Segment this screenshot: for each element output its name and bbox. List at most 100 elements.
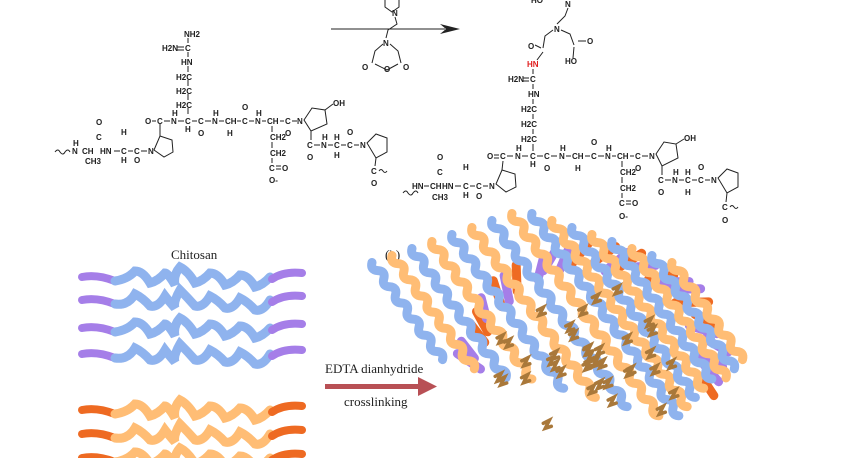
atom-o: O: [476, 192, 482, 201]
atom-c: C: [463, 182, 469, 191]
crosslink: [596, 355, 608, 371]
atom-o: O: [635, 164, 641, 173]
atom-c: C: [544, 152, 550, 161]
arrow-head: [418, 377, 437, 396]
crosslink: [590, 290, 603, 306]
atom-oh: OH: [684, 134, 696, 143]
hydroxyproline-ring: [655, 141, 679, 167]
atom-o: O: [403, 63, 409, 72]
atom-ch: CH: [225, 117, 237, 126]
network-strand: [487, 216, 632, 412]
atom-o: O: [722, 216, 728, 225]
atom-h: H: [334, 133, 340, 142]
atom-h: H: [334, 151, 340, 160]
crosslink: [625, 362, 637, 378]
crosslink: [649, 361, 661, 377]
atom-n: N: [649, 152, 655, 161]
ethylene-linker: [385, 16, 398, 39]
atom-h: H: [530, 160, 536, 169]
atom-c: C: [437, 168, 443, 177]
chain-body: [110, 394, 275, 426]
crosslink: [541, 416, 554, 432]
chain-end-left: [78, 429, 119, 442]
network-strand: [447, 230, 569, 393]
atom-ch: CH: [82, 147, 94, 156]
proline-ring: [495, 169, 517, 193]
crosslink: [567, 327, 580, 343]
atom-h2c: H2C: [176, 101, 192, 110]
atom-o: O: [384, 65, 390, 74]
network-strand: [467, 223, 600, 402]
atom-ch: CH: [572, 152, 584, 161]
atom-c: C: [371, 167, 377, 176]
network-strand: [547, 216, 692, 412]
atom-h: H: [256, 109, 262, 118]
atom-c: C: [476, 182, 482, 191]
crosslink: [535, 303, 548, 319]
atom-h: H: [673, 168, 679, 177]
atom-c: C: [530, 152, 536, 161]
crosslink: [665, 356, 678, 372]
crosslink: [593, 342, 606, 358]
atom-c: C: [285, 117, 291, 126]
chain-body: [110, 336, 275, 369]
crosslink: [586, 381, 598, 397]
chain-end-right: [268, 425, 306, 440]
atom-h2n: H2N: [508, 75, 524, 84]
atom-c: C: [242, 117, 248, 126]
atom-c: C: [269, 164, 275, 173]
proline-ring: [717, 168, 739, 194]
atom-h: H: [575, 164, 581, 173]
network-strand: [607, 237, 717, 384]
atom-o: O: [347, 128, 353, 137]
atom-h2c: H2C: [176, 87, 192, 96]
crosslink: [493, 369, 506, 385]
atom-ch: CH: [430, 182, 442, 191]
atom-nh2: NH2: [184, 30, 201, 39]
chain-start-wavy: [402, 190, 419, 196]
atom-ho: HO: [565, 57, 577, 66]
atom-n: N: [297, 117, 303, 126]
network-strand: [387, 251, 480, 374]
chitosan-chain: [78, 336, 306, 369]
chain-body: [110, 261, 275, 293]
arrow-head: [440, 24, 460, 34]
proline-ring: [366, 133, 388, 159]
atom-o: O: [544, 164, 550, 173]
atom-h2c: H2C: [521, 120, 537, 129]
chitosan-label: Chitosan: [171, 247, 218, 262]
crosslink: [583, 355, 595, 371]
atom-ch3: CH3: [85, 157, 102, 166]
highlighted-amide-hn: HN: [527, 60, 539, 69]
atom-o: O: [145, 117, 151, 126]
atom-ch: CH: [267, 117, 279, 126]
atom-h2c: H2C: [521, 105, 537, 114]
reaction-arrow-a: [331, 24, 460, 34]
network-strand: [407, 244, 511, 383]
network-strand: [527, 209, 684, 421]
atom-h: H: [516, 144, 522, 153]
chain-body: [112, 442, 275, 458]
crosslink: [502, 335, 515, 350]
atom-o: O: [282, 164, 288, 173]
chain-body: [110, 282, 275, 315]
atom-o: O: [285, 129, 291, 138]
atom-h2c: H2C: [176, 73, 192, 82]
chain-end-left: [78, 405, 119, 418]
atom-c: C: [334, 141, 340, 150]
crosslink: [602, 375, 614, 391]
chain-end-wavy: [729, 205, 739, 209]
network-strand: [567, 223, 700, 402]
atom-o: O: [437, 153, 443, 162]
hydroxyproline-ring: [303, 107, 328, 132]
atom-c: C: [722, 203, 728, 212]
atom-c: C: [619, 199, 625, 208]
atom-o: O: [587, 37, 593, 46]
atom-ho: HO: [531, 0, 543, 5]
atom-h: H: [227, 129, 233, 138]
atom-h: H: [463, 191, 469, 200]
atom-o: O: [371, 179, 377, 188]
chain-end-left: [78, 295, 119, 308]
atom-o: O: [591, 138, 597, 147]
